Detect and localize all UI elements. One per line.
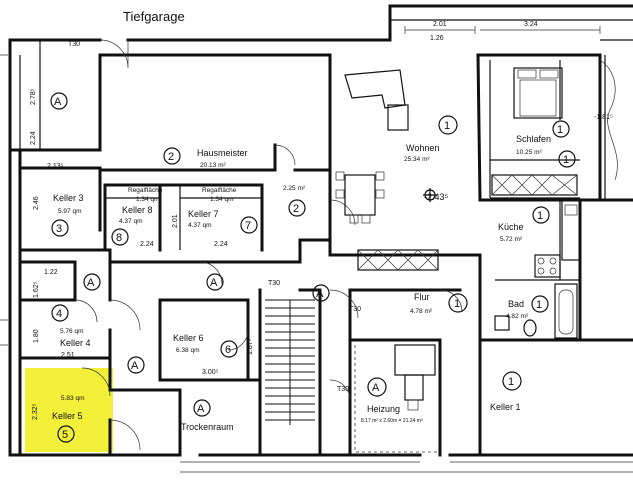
staircase (265, 299, 315, 425)
room-keller1-name: Keller 1 (490, 402, 521, 412)
bed (513, 67, 563, 119)
marker-trockenraum: A (197, 403, 205, 415)
regal-1-area: 1.34 qm (136, 196, 160, 203)
room-hausmeister-area: 20.13 m² (200, 162, 226, 169)
marker-keller5: 5 (62, 429, 68, 441)
dim-keller8-h: 2.01 (172, 214, 179, 228)
room-keller3-name: Keller 3 (53, 193, 84, 203)
dim-keller4-w: 1.22 (44, 269, 58, 276)
dim-keller8-w: 2.24 (140, 241, 154, 248)
room-heizung-name: Heizung (367, 404, 400, 414)
inner-wall-top (98, 53, 602, 257)
regal-1-label: Regalfläche (128, 187, 163, 194)
marker-keller8: 8 (116, 232, 122, 244)
dim-keller3-w: 2.13⁵ (47, 163, 64, 170)
regal-2-area: 1.34 qm (210, 196, 234, 203)
marker-kueche: 1 (537, 210, 543, 222)
unit2-area: 2.25 m² (283, 185, 306, 192)
kitchen-fixtures (534, 199, 581, 278)
marker-keller3: 3 (56, 223, 62, 235)
room-keller4-name: Keller 4 (60, 338, 91, 348)
dim-keller7-w: 2.24 (214, 241, 228, 248)
marker-flur: 1 (454, 298, 460, 310)
room-kueche-area: 5.72 m² (500, 236, 523, 243)
marker-wohnen: 1 (444, 120, 450, 132)
dim-keller3-h: 2.46 (33, 196, 40, 210)
svg-text:A: A (54, 96, 62, 108)
room-bad-name: Bad (508, 299, 524, 309)
room-keller7-area: 4.37 qm (188, 222, 212, 229)
dim-left-a: 2.78⁵ (30, 88, 37, 105)
dim-keller5-h: 2.32⁵ (32, 403, 39, 420)
heating-unit (354, 344, 438, 453)
room-kueche-name: Küche (498, 222, 524, 232)
page-title: Tiefgarage (123, 9, 185, 24)
svg-text:A: A (87, 277, 95, 289)
svg-text:A: A (131, 360, 139, 372)
wohnen-furniture (335, 69, 578, 271)
svg-text:1: 1 (557, 124, 563, 136)
room-keller4-area: 5.76 qm (60, 328, 84, 335)
room-trockenraum-name: Trockenraum (181, 422, 234, 432)
room-keller7-name: Keller 7 (188, 209, 219, 219)
door-label-t30-3: T30 (349, 306, 361, 313)
dim-top-a: 2.01 (433, 21, 447, 28)
door-swing (99, 39, 129, 69)
dim-keller6-h: 1.87⁵ (247, 338, 254, 355)
room-wohnen-area: 25.34 m² (404, 156, 430, 163)
marker-schlafen: 1 (563, 154, 569, 166)
room-hausmeister-name: Hausmeister (197, 148, 248, 158)
corridor-markers: A A A A A 1 (50, 92, 570, 374)
door-label-t30-2: T30 (268, 280, 280, 287)
dim-keller6-w: 3.00⁵ (202, 369, 219, 376)
room-bad-area: 4.82 m² (506, 313, 529, 320)
keller-5-highlight (25, 368, 113, 452)
door-label-t30-1: T30 (68, 41, 80, 48)
dim-keller4-h: 1.62⁵ (33, 281, 40, 298)
outer-wall (8, 4, 633, 457)
room-keller5-area: 5.83 qm (61, 395, 85, 402)
room-wohnen-name: Wohnen (406, 143, 439, 153)
bathroom-fixtures (494, 283, 578, 339)
marker-keller4: 4 (56, 308, 62, 320)
door-label-t30-4: T30 (337, 386, 349, 393)
svg-text:A: A (316, 288, 324, 300)
marker-keller7: 7 (245, 220, 251, 232)
level-wohnen: -2.43⁵ (424, 192, 449, 202)
marker-circle (163, 147, 181, 165)
dim-top-c: 1.26 (430, 35, 444, 42)
level-schlafen: -1.81⁵ (594, 114, 613, 121)
dim-keller4-b: 2.51 (61, 352, 75, 359)
marker-hausmeister: 2 (168, 151, 174, 163)
room-flur-name: Flur (414, 292, 430, 302)
room-schlafen-name: Schlafen (516, 134, 551, 144)
marker-keller1: 1 (508, 376, 514, 388)
room-heizung-area: 8.17 m² x 2.60m = 21.24 m³ (361, 418, 423, 424)
room-keller8-name: Keller 8 (122, 205, 153, 215)
room-keller3-area: 5.97 qm (58, 208, 82, 215)
room-schlafen-area: 10.25 m² (516, 149, 542, 156)
marker-unit2: 2 (293, 203, 299, 215)
room-keller6-name: Keller 6 (173, 333, 204, 343)
dim-keller4-side: 1.80 (33, 329, 40, 343)
room-keller6-area: 6.38 qm (176, 347, 200, 354)
marker-heizung: A (372, 382, 380, 394)
regal-2-label: Regalfläche (202, 187, 237, 194)
room-keller5-name: Keller 5 (52, 411, 83, 421)
svg-text:A: A (210, 277, 218, 289)
room-flur-area: 4.78 m² (410, 308, 433, 315)
dim-top-b: 3.24 (524, 21, 538, 28)
marker-keller6: 6 (225, 344, 231, 356)
room-keller8-area: 4.37 qm (119, 218, 143, 225)
marker-bad: 1 (536, 299, 542, 311)
dim-left-b: 2.24 (30, 131, 37, 145)
